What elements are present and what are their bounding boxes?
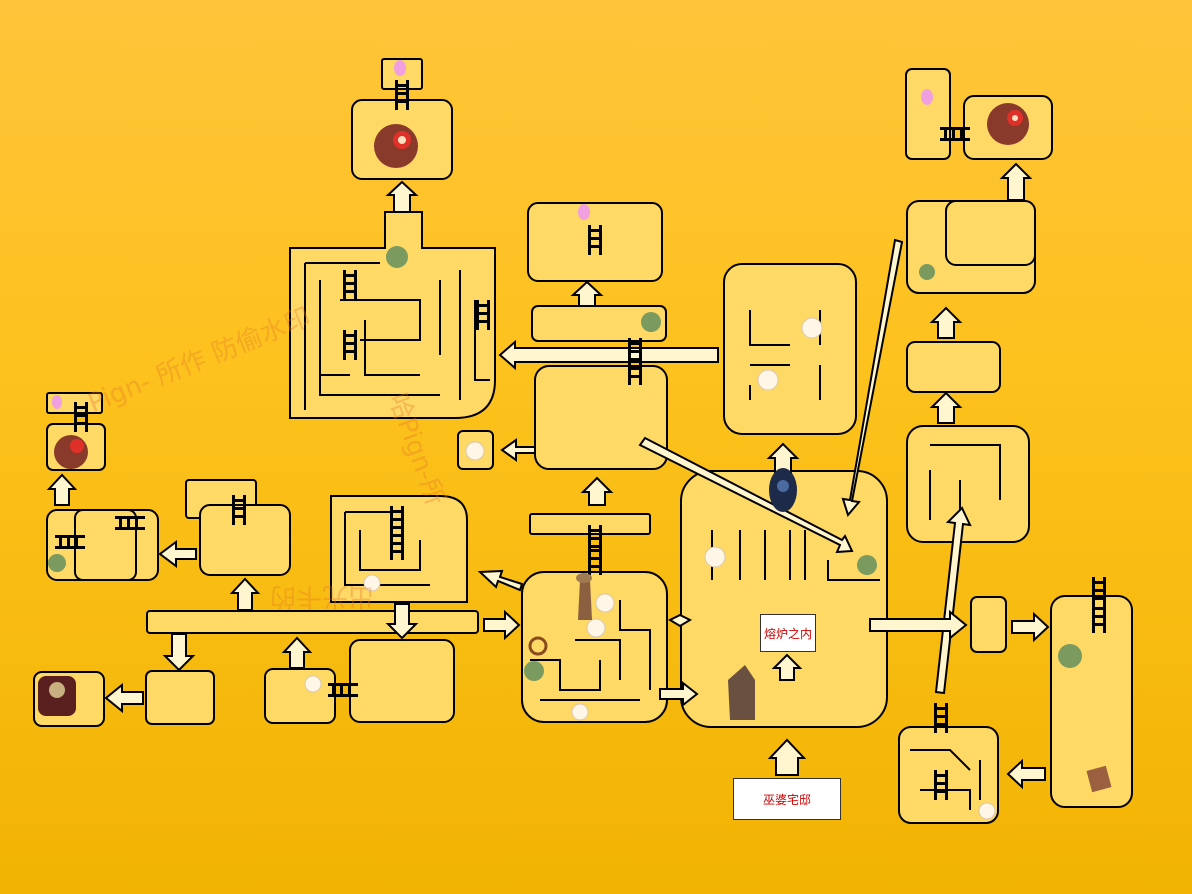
arrow-left xyxy=(104,682,144,714)
ring-icon xyxy=(528,636,548,656)
room xyxy=(945,200,1036,266)
arrow-down xyxy=(385,603,419,640)
key-icon xyxy=(576,573,592,620)
arrow-up xyxy=(281,636,313,669)
arrow-up xyxy=(771,653,803,681)
room xyxy=(906,425,1030,543)
arrow-up xyxy=(570,280,604,307)
room xyxy=(534,365,668,470)
arrow-right xyxy=(869,609,968,641)
arrow-up xyxy=(767,738,807,776)
witch-mansion-label[interactable]: 巫婆宅邸 xyxy=(733,778,841,820)
arrow-right xyxy=(483,609,521,641)
boss-monster-icon xyxy=(374,124,418,168)
boss-monster-icon xyxy=(38,676,76,716)
room xyxy=(970,596,1007,653)
room xyxy=(145,670,215,725)
room xyxy=(723,263,857,435)
arrow-down xyxy=(162,633,196,672)
arrow-left xyxy=(477,569,524,592)
item-orb-icon xyxy=(304,317,996,820)
furnace-interior-label[interactable]: 熔炉之内 xyxy=(760,614,816,652)
arrow-diag xyxy=(934,506,972,695)
room xyxy=(349,639,455,723)
arrow-left xyxy=(158,540,197,568)
arrow-right xyxy=(1011,611,1050,643)
arrow-up xyxy=(580,476,614,506)
arrow-left xyxy=(498,339,719,371)
boss-monster-icon xyxy=(54,435,88,469)
arrow-left xyxy=(500,438,536,462)
arrow-up xyxy=(766,442,800,473)
door-icon xyxy=(728,665,755,720)
room xyxy=(264,668,336,724)
arrow-diag xyxy=(841,238,904,518)
arrow-up xyxy=(229,577,261,611)
arrow-diag xyxy=(638,436,854,554)
room xyxy=(905,68,951,160)
arrow-up xyxy=(385,180,419,213)
arrow-up xyxy=(46,473,78,506)
arrow-up xyxy=(999,162,1033,201)
arrow-up xyxy=(929,306,963,339)
arrow-left xyxy=(1006,758,1046,790)
room xyxy=(906,341,1001,393)
room xyxy=(531,305,667,342)
totem-icon xyxy=(769,468,797,512)
boss-monster-icon xyxy=(987,103,1029,145)
room xyxy=(527,202,663,282)
arrow-left xyxy=(667,613,693,628)
scroll-icon xyxy=(1086,765,1112,793)
room xyxy=(330,495,468,603)
arrow-right xyxy=(659,680,699,708)
room xyxy=(74,509,137,581)
room xyxy=(146,610,479,634)
arrow-up xyxy=(929,391,963,424)
goblin-icon xyxy=(48,246,1082,681)
room xyxy=(521,571,668,723)
butterfly-icon xyxy=(52,60,933,409)
